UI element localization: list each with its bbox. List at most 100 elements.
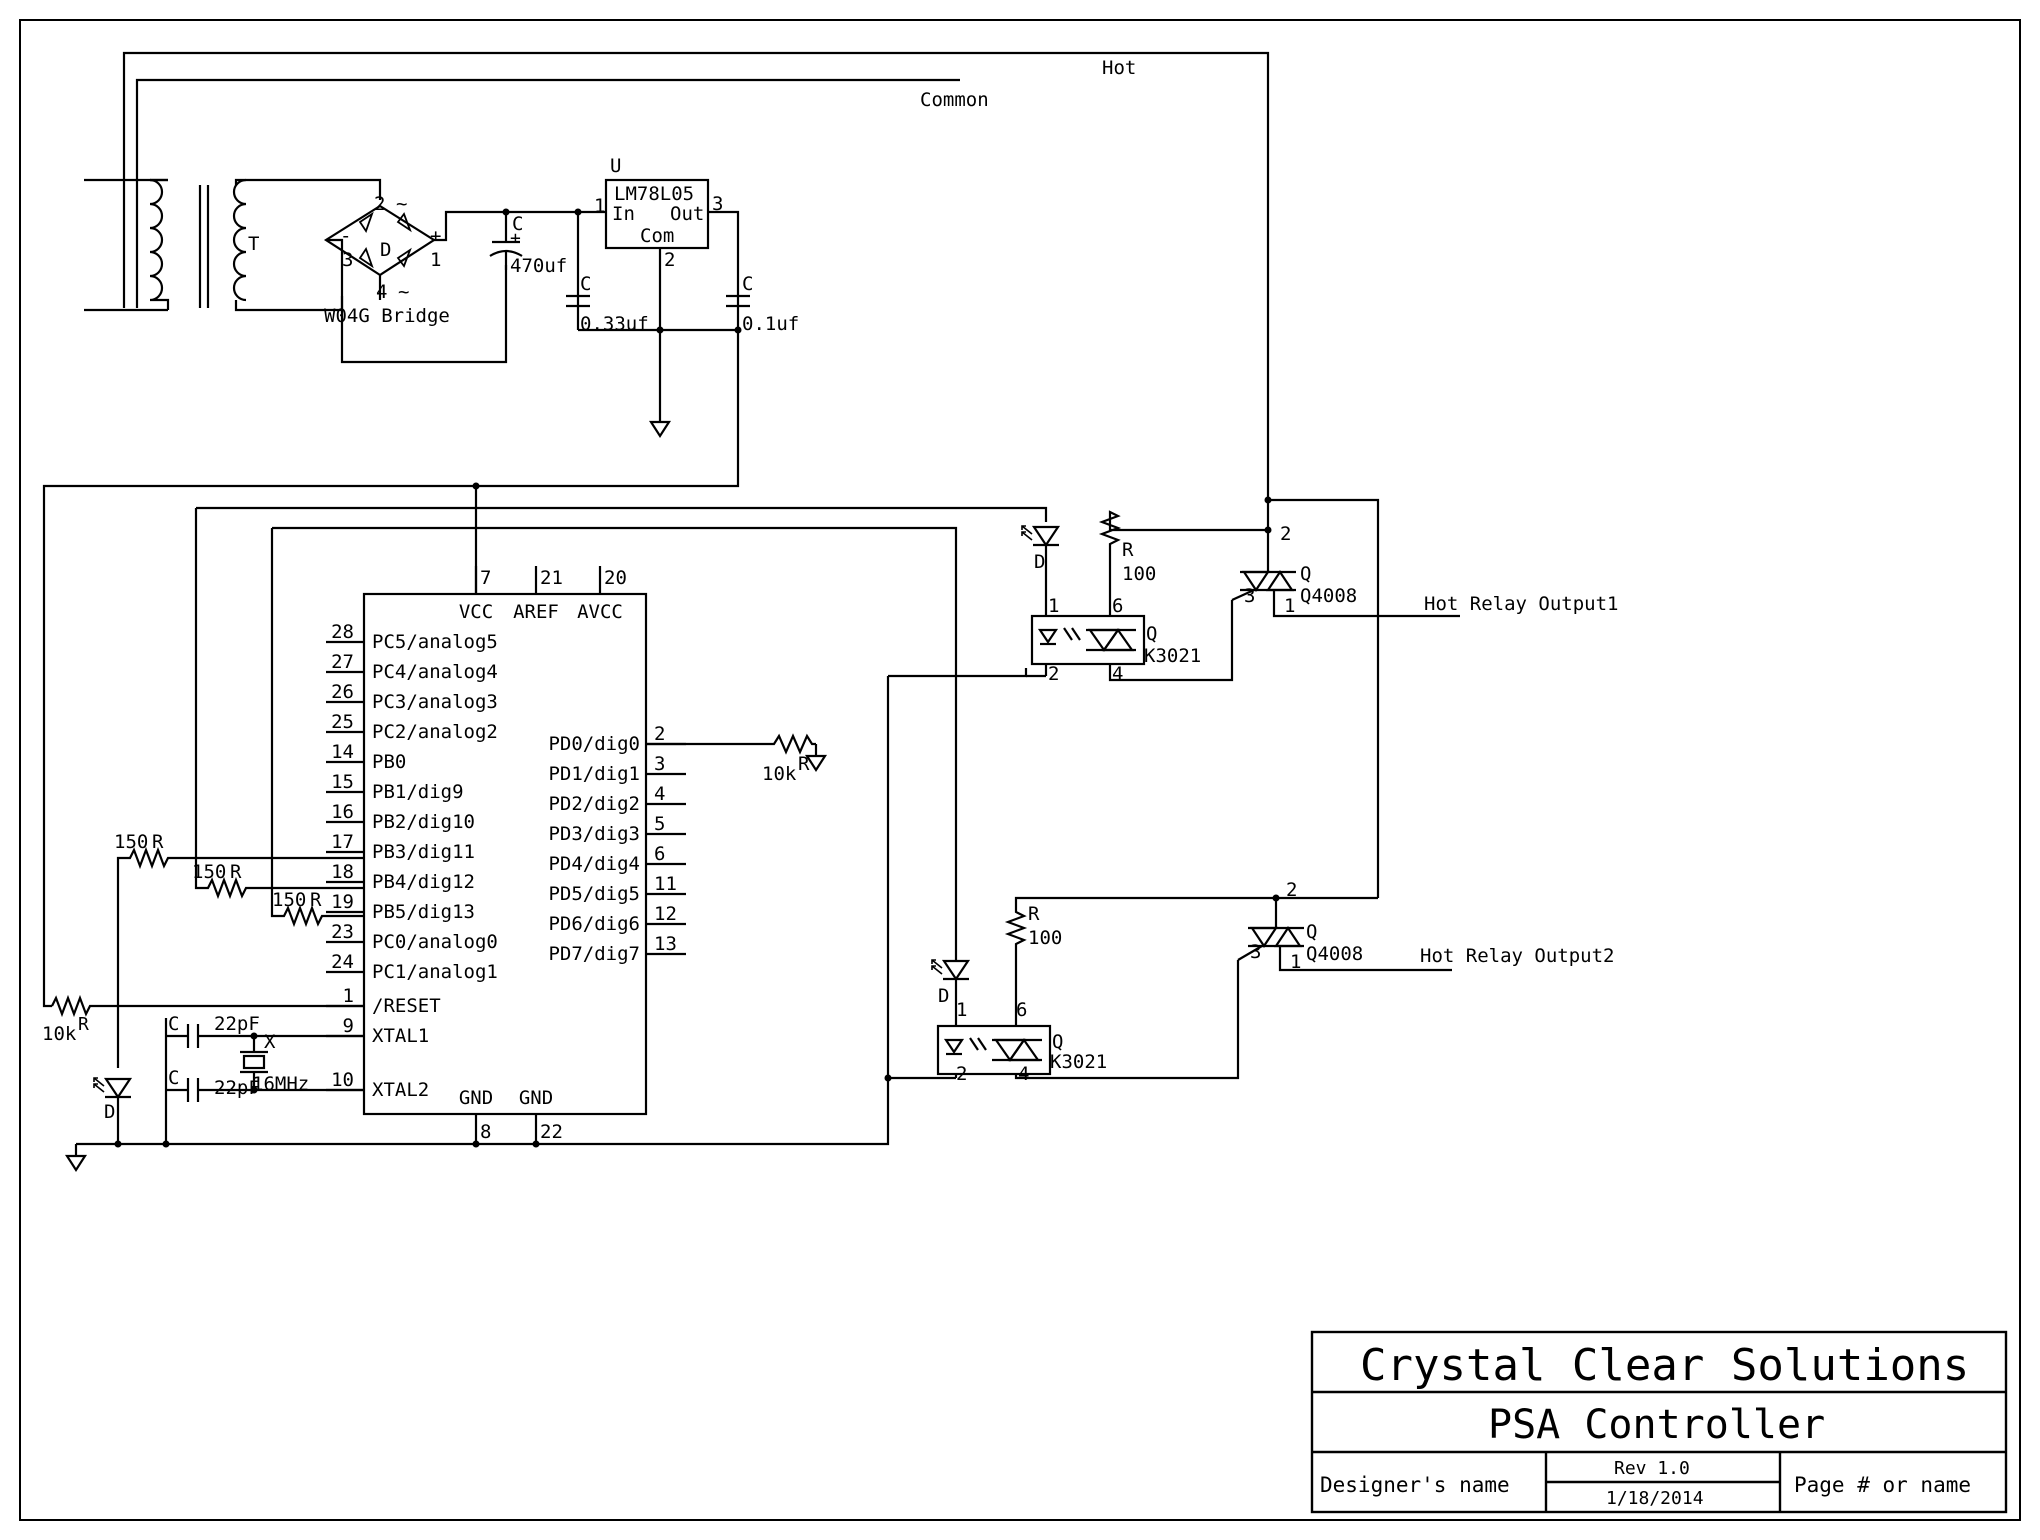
mcu-pin-name: PD7/dig7	[548, 943, 640, 965]
relay2-opto	[936, 960, 1240, 1080]
mcu-pin-name: PD3/dig3	[548, 823, 640, 845]
mcu-pin-name: PC0/analog0	[372, 931, 498, 953]
resistor-reset-value: 10k	[42, 1023, 77, 1045]
mcu-pin-name: PB0	[372, 751, 406, 773]
regulator-in: In	[612, 203, 635, 225]
relay1-led-ref: D	[1034, 551, 1045, 573]
crystal-ref: X	[264, 1031, 276, 1053]
resistor-150-b	[194, 508, 364, 900]
net-out2-label: Hot Relay Output2	[1420, 945, 1614, 967]
relay1-opto-pin2: 2	[1048, 663, 1059, 685]
bridge-minus: -	[340, 225, 351, 247]
mcu-pin-name: PC1/analog1	[372, 961, 498, 983]
mcu-pin-number: 19	[331, 891, 354, 913]
relay2-triac	[1237, 898, 1452, 972]
relay2-opto-pin6: 6	[1016, 999, 1027, 1021]
status-led-ref: D	[104, 1101, 115, 1123]
transformer	[84, 178, 382, 312]
mcu-pin-name: PD2/dig2	[548, 793, 640, 815]
mcu-body	[362, 592, 648, 1116]
relay2-opto-part: K3021	[1050, 1051, 1107, 1073]
relay1-opto	[1026, 560, 1234, 682]
mcu-pin-name: PD5/dig5	[548, 883, 640, 905]
bridge-pin4: 4	[376, 281, 387, 303]
mcu-pin-number: 18	[331, 861, 354, 883]
relay1-opto-pin4: 4	[1112, 663, 1123, 685]
relay2-opto-pin2: 2	[956, 1063, 967, 1085]
mcu-pin-number: 14	[331, 741, 354, 763]
relay1-triac-pin1: 1	[1284, 595, 1295, 617]
crystal-value: 16MHz	[252, 1073, 309, 1095]
relay2-opto-pin1: 1	[956, 999, 967, 1021]
relay1-resistor-value: 100	[1122, 563, 1156, 585]
bridge-pin3: 3	[342, 249, 353, 271]
title-project: PSA Controller	[1488, 1402, 1825, 1448]
title-designer: Designer's name	[1320, 1473, 1510, 1497]
mcu-pin-name: GND	[459, 1087, 493, 1109]
relay1-triac-pin3: 3	[1244, 585, 1255, 607]
title-block	[1310, 1330, 2008, 1514]
cap-0-33uf	[566, 294, 590, 308]
net-common-label: Common	[920, 89, 989, 111]
cap-xtal2-value: 22pF	[214, 1077, 260, 1099]
mcu-pin-number: 21	[540, 567, 563, 589]
relay2-led	[930, 958, 971, 981]
mcu-pin-number: 4	[654, 783, 665, 805]
mcu-pin-number: 26	[331, 681, 354, 703]
relay2-triac-ref: Q	[1306, 921, 1317, 943]
mcu-pin-number: 28	[331, 621, 354, 643]
relay1-triac-pin2: 2	[1280, 523, 1291, 545]
cap-0-1uf	[726, 294, 750, 308]
mcu-pin-number: 24	[331, 951, 354, 973]
mcu-pin-name: PC2/analog2	[372, 721, 498, 743]
mcu-pin-number: 27	[331, 651, 354, 673]
title-page: Page # or name	[1794, 1473, 1971, 1497]
relay1-resistor-ref: R	[1122, 539, 1134, 561]
mcu-pin-number: 17	[331, 831, 354, 853]
mcu-pin-name: PC3/analog3	[372, 691, 498, 713]
cap-0-33uf-ref: C	[580, 273, 591, 295]
mcu-pin-number: 13	[654, 933, 677, 955]
resistor-150-c-value: 150	[272, 889, 306, 911]
mcu-pin-number: 23	[331, 921, 354, 943]
relay1-opto-pin6: 6	[1112, 595, 1123, 617]
relay1-triac-ref: Q	[1300, 563, 1311, 585]
regulator-ref: U	[610, 155, 621, 177]
relay2-triac-pin1: 1	[1290, 951, 1301, 973]
resistor-150-a-ref: R	[152, 831, 164, 853]
mcu-pin-number: 6	[654, 843, 665, 865]
relay1-led	[1020, 524, 1061, 547]
transformer-ref: T	[248, 233, 259, 255]
relay2-opto-pin4: 4	[1018, 1063, 1029, 1085]
mcu-pin-name: GND	[519, 1087, 553, 1109]
mcu-pin-number: 2	[654, 723, 665, 745]
mcu-pin-name: PC5/analog5	[372, 631, 498, 653]
mcu-pin-number: 22	[540, 1121, 563, 1143]
mcu-pin-name: /RESET	[372, 995, 441, 1017]
cap-0-1uf-value: 0.1uf	[742, 313, 799, 335]
cap-xtal1-ref: C	[168, 1013, 179, 1035]
mcu-pin-name: PB4/dig12	[372, 871, 475, 893]
bridge-ac1: ~	[396, 193, 407, 215]
cap-470uf-ref: C	[512, 213, 523, 235]
vcc-bus	[42, 330, 1048, 1008]
relay1-opto-pin1: 1	[1048, 595, 1059, 617]
bridge-ref: D	[380, 239, 391, 261]
mcu-pin-number: 5	[654, 813, 665, 835]
ground-regulator	[649, 408, 671, 438]
resistor-150-b-value: 150	[192, 861, 226, 883]
resistor-150-c	[270, 528, 364, 928]
resistor-reset-ref: R	[78, 1014, 89, 1035]
resistor-150-b-ref: R	[230, 861, 242, 883]
mcu-pin-name: AVCC	[577, 601, 623, 623]
mcu-pin-name: PB1/dig9	[372, 781, 464, 803]
relay2-triac-pin2: 2	[1286, 879, 1297, 901]
mcu-pin-name: PB2/dig10	[372, 811, 475, 833]
relay1-triac	[1231, 498, 1460, 898]
title-date: 1/18/2014	[1606, 1488, 1704, 1509]
mcu-pin-number: 3	[654, 753, 665, 775]
crystal-circuit	[164, 1018, 364, 1144]
bridge-label: W04G Bridge	[324, 305, 450, 327]
cap-470uf-value: 470uf	[510, 255, 567, 277]
